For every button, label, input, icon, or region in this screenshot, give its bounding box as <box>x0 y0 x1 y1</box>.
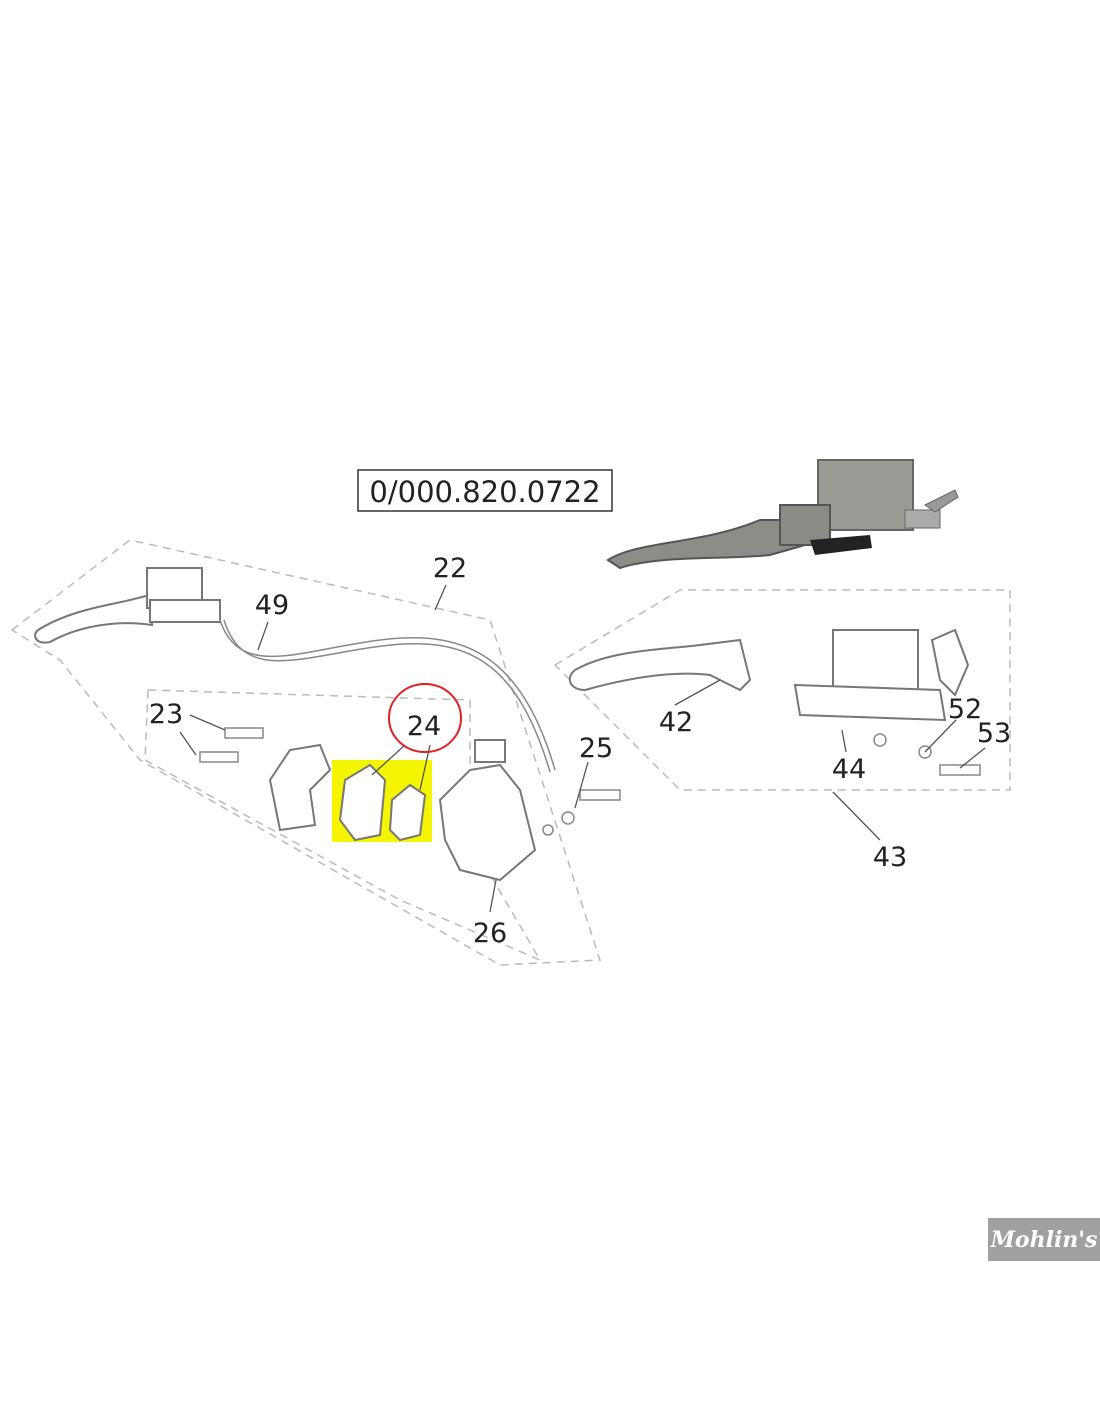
group-outline-left <box>10 539 602 966</box>
callout-52: 52 <box>948 694 982 725</box>
callout-24: 24 <box>407 711 441 742</box>
callout-42: 42 <box>659 707 693 738</box>
group-outline-caliper <box>144 689 542 962</box>
master-cylinder-photo <box>606 459 959 570</box>
callout-circle <box>388 683 462 753</box>
part-number-box: 0/000.820.0722 <box>357 469 613 512</box>
group-outline-right <box>553 589 1011 791</box>
part-number: 0/000.820.0722 <box>369 475 600 509</box>
callout-43: 43 <box>873 842 907 873</box>
callout-49: 49 <box>255 590 289 621</box>
right-master-cylinder-drawing <box>568 628 981 776</box>
left-master-cylinder-drawing <box>34 567 556 773</box>
callout-23: 23 <box>149 699 183 730</box>
caliper-drawing <box>199 727 621 882</box>
callout-44: 44 <box>832 754 866 785</box>
callout-22: 22 <box>433 553 467 584</box>
callout-53: 53 <box>977 718 1011 749</box>
callout-25: 25 <box>579 733 613 764</box>
mohlins-logo: Mohlin's <box>988 1218 1100 1261</box>
callout-26: 26 <box>473 918 507 949</box>
